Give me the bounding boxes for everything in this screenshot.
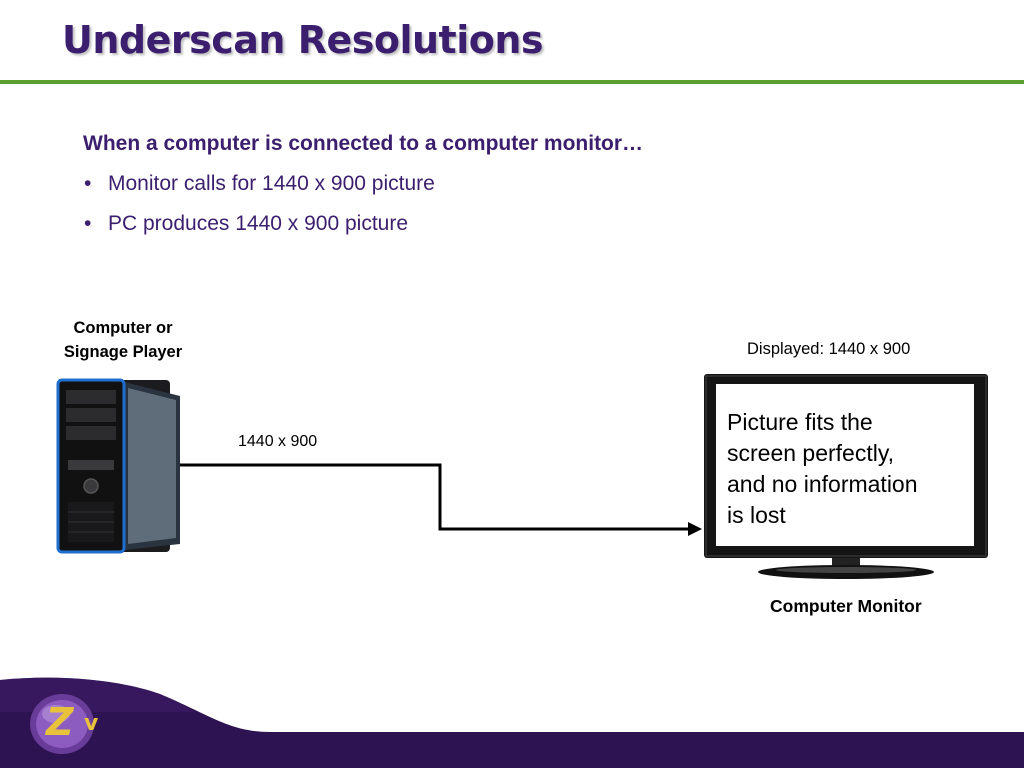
screen-caption: Picture fits the screen perfectly, and n…	[727, 407, 957, 531]
footer-band	[0, 677, 1024, 768]
monitor-icon	[704, 374, 988, 579]
logo-small-letter: v	[84, 711, 99, 736]
screen-caption-line: Picture fits the	[727, 409, 873, 435]
logo-letter: Z	[46, 700, 74, 744]
screen-caption-line: screen perfectly,	[727, 440, 895, 466]
title-divider	[0, 80, 1024, 84]
source-label: Computer or Signage Player	[40, 316, 206, 364]
slide-title: Underscan Resolutions	[62, 18, 544, 62]
desktop-tower-icon	[56, 378, 180, 554]
arrow-connector	[180, 463, 690, 531]
screen-caption-line: is lost	[727, 502, 786, 528]
slide-heading: When a computer is connected to a comput…	[83, 132, 644, 155]
bullet-item: • PC produces 1440 x 900 picture	[84, 210, 435, 250]
bullet-text: PC produces 1440 x 900 picture	[108, 212, 409, 235]
bullet-text: Monitor calls for 1440 x 900 picture	[108, 172, 435, 195]
displayed-resolution-label: Displayed: 1440 x 900	[747, 340, 911, 358]
source-label-line: Signage Player	[63, 343, 183, 361]
monitor-label: Computer Monitor	[770, 596, 922, 616]
zv-logo-icon	[30, 694, 94, 754]
screen-caption-line: and no information	[727, 471, 918, 497]
bullet-dot-icon: •	[84, 172, 92, 195]
bullet-item: • Monitor calls for 1440 x 900 picture	[84, 170, 435, 210]
bullet-dot-icon: •	[84, 212, 92, 235]
arrow-head-icon	[688, 522, 702, 536]
source-label-line: Computer or	[73, 319, 173, 337]
signal-resolution-label: 1440 x 900	[238, 433, 318, 450]
bullet-list: • Monitor calls for 1440 x 900 picture • P…	[84, 170, 435, 250]
